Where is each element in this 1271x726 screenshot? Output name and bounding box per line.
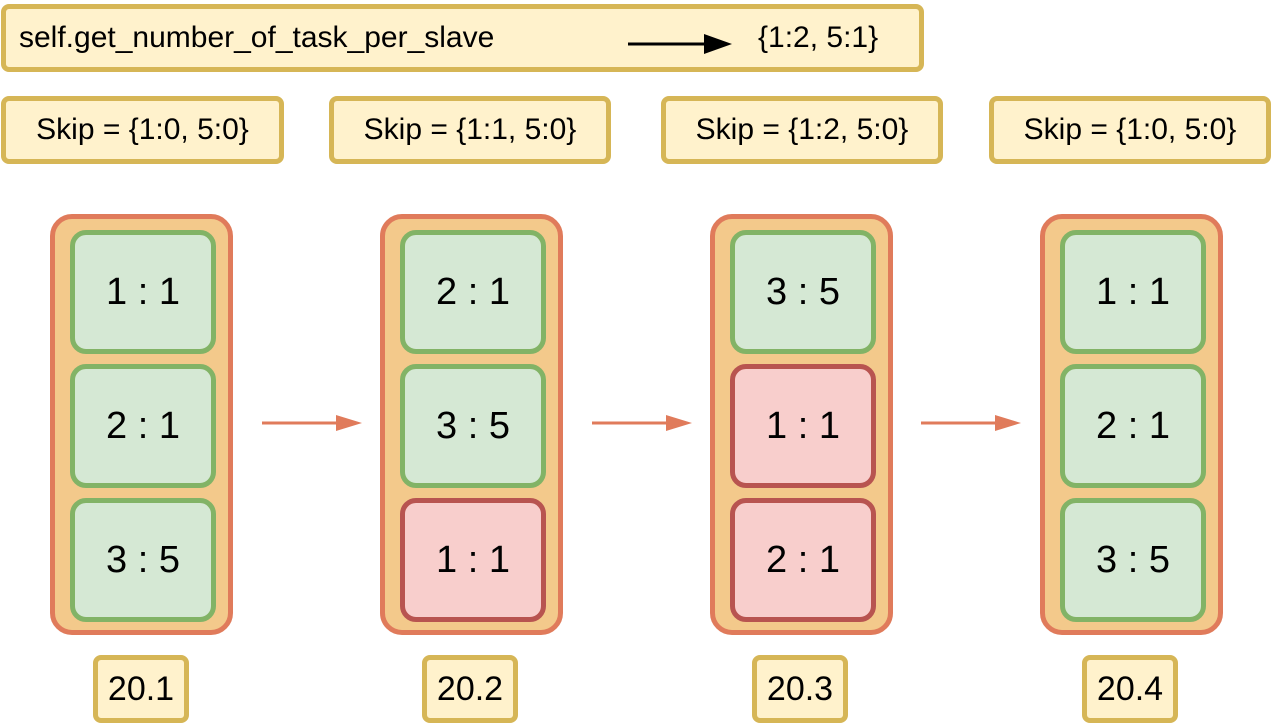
task-cell: 3 : 5 [730,230,876,354]
task-cell: 1 : 1 [400,498,546,622]
step-id-box-3: 20.3 [752,655,848,723]
step-id-label: 20.1 [107,670,175,708]
function-result-box: self.get_number_of_task_per_slave {1:2, … [1,4,924,72]
step-id-box-1: 20.1 [93,655,189,723]
flow-arrow-icon [592,415,692,431]
arrow-right-icon [628,34,732,54]
task-queue-column-1: 1 : 1 2 : 1 3 : 5 [50,214,233,635]
task-cell: 2 : 1 [400,230,546,354]
skip-label: Skip = {1:2, 5:0} [695,113,909,146]
task-cell: 1 : 1 [730,364,876,488]
skip-label: Skip = {1:0, 5:0} [1023,113,1237,146]
task-cell: 2 : 1 [1060,364,1206,488]
skip-label: Skip = {1:1, 5:0} [363,113,577,146]
step-id-label: 20.4 [1096,670,1164,708]
task-queue-column-4: 1 : 1 2 : 1 3 : 5 [1040,214,1223,635]
flow-arrow-icon [262,415,362,431]
skip-box-2: Skip = {1:1, 5:0} [329,96,611,164]
step-id-label: 20.2 [436,670,504,708]
task-cell: 2 : 1 [730,498,876,622]
task-queue-column-2: 2 : 1 3 : 5 1 : 1 [380,214,563,635]
skip-box-4: Skip = {1:0, 5:0} [989,96,1271,164]
skip-box-1: Skip = {1:0, 5:0} [1,96,284,164]
task-cell: 2 : 1 [70,364,216,488]
flow-arrow-icon [921,415,1021,431]
result-label: {1:2, 5:1} [758,21,879,54]
step-id-box-4: 20.4 [1082,655,1178,723]
task-cell: 1 : 1 [70,230,216,354]
task-cell: 3 : 5 [400,364,546,488]
task-cell: 1 : 1 [1060,230,1206,354]
task-queue-column-3: 3 : 5 1 : 1 2 : 1 [710,214,893,635]
task-cell: 3 : 5 [70,498,216,622]
step-id-box-2: 20.2 [422,655,518,723]
skip-box-3: Skip = {1:2, 5:0} [661,96,943,164]
step-id-label: 20.3 [766,670,834,708]
function-call-label: self.get_number_of_task_per_slave [19,21,495,54]
task-cell: 3 : 5 [1060,498,1206,622]
skip-label: Skip = {1:0, 5:0} [36,113,249,146]
